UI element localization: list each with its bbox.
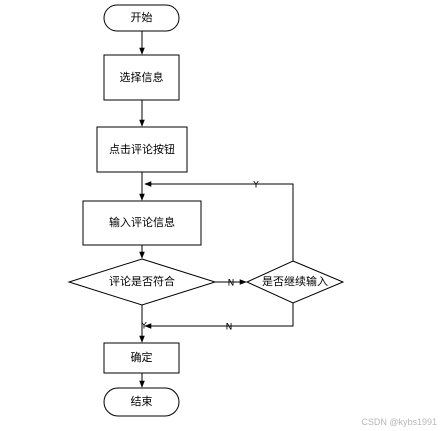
click-comment-button-label: 点击评论按钮 xyxy=(109,142,175,156)
enter-comment-info-process: 输入评论信息 xyxy=(82,200,202,246)
compliant-yes-label: Y xyxy=(140,322,147,332)
continue-input-label: 是否继续输入 xyxy=(262,274,328,288)
comment-compliant-label: 评论是否符合 xyxy=(109,274,175,288)
select-info-process: 选择信息 xyxy=(103,54,180,101)
start-label: 开始 xyxy=(131,10,153,24)
compliant-no-label: N xyxy=(228,279,235,289)
comment-compliant-decision: 评论是否符合 xyxy=(67,258,217,306)
enter-comment-info-label: 输入评论信息 xyxy=(109,215,175,229)
confirm-process: 确定 xyxy=(103,342,180,374)
edge-continue-yes xyxy=(144,181,294,261)
confirm-label: 确定 xyxy=(131,350,153,364)
end-terminal: 结束 xyxy=(103,387,180,417)
continue-input-decision: 是否继续输入 xyxy=(245,260,345,304)
continue-yes-label: Y xyxy=(252,181,259,191)
start-terminal: 开始 xyxy=(103,4,180,32)
watermark: CSDN @kybs1991 xyxy=(361,417,437,427)
click-comment-button-process: 点击评论按钮 xyxy=(96,126,188,173)
connectors xyxy=(139,31,294,388)
end-label: 结束 xyxy=(131,395,153,408)
edge-continue-no xyxy=(144,303,294,329)
select-info-label: 选择信息 xyxy=(120,70,164,84)
continue-no-label: N xyxy=(226,323,233,333)
